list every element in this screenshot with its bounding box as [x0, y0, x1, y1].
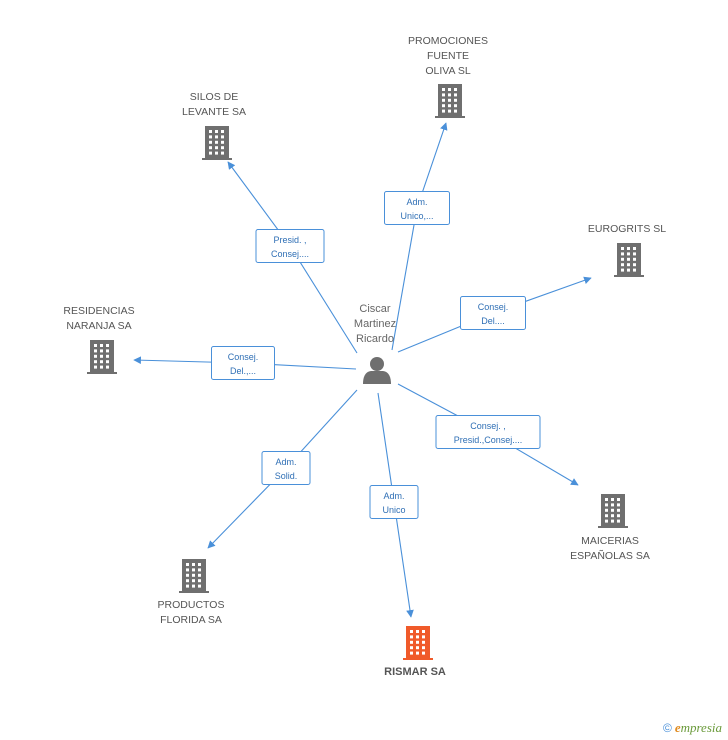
- edge-label-line: Del.,...: [230, 366, 256, 376]
- person-label-line: Ciscar: [359, 303, 391, 315]
- edge-label-line: Presid. ,: [273, 235, 306, 245]
- edge-promociones: [391, 122, 448, 351]
- edge-label-residencias[interactable]: Consej. Del.,...: [211, 346, 275, 380]
- company-label-line: MAICERIAS: [581, 535, 639, 547]
- company-node-silos[interactable]: SILOS DE LEVANTE SA: [182, 91, 246, 160]
- company-label-line: RISMAR SA: [384, 666, 446, 678]
- person-label-line: Martinez: [354, 318, 396, 330]
- building-icon: [179, 559, 209, 593]
- edge-label-eurogrits[interactable]: Consej. Del....: [460, 296, 526, 330]
- company-label-line: ESPAÑOLAS SA: [570, 549, 650, 562]
- brand-rest: mpresia: [680, 720, 722, 735]
- edge-label-maicerias[interactable]: Consej. , Presid.,Consej....: [435, 415, 541, 449]
- company-node-residencias[interactable]: RESIDENCIAS NARANJA SA: [63, 305, 135, 374]
- edge-label-line: Adm.: [383, 491, 404, 501]
- company-label-line: PRODUCTOS: [158, 599, 225, 611]
- company-label-line: PROMOCIONES: [408, 35, 488, 47]
- edge-label-silos[interactable]: Presid. , Consej....: [255, 229, 325, 263]
- company-label-line: FUENTE: [427, 50, 469, 62]
- company-label-line: RESIDENCIAS: [63, 305, 134, 317]
- company-label-line: LEVANTE SA: [182, 106, 246, 118]
- edge-label-rismar[interactable]: Adm. Unico: [369, 485, 419, 519]
- building-icon: [87, 340, 117, 374]
- company-label-line: EUROGRITS SL: [588, 223, 666, 235]
- brand-logo: empresia: [675, 720, 722, 735]
- copyright-symbol: ©: [662, 721, 672, 735]
- edge-label-line: Del....: [481, 316, 505, 326]
- nodes-layer: PROMOCIONES FUENTE OLIVA SL SILOS DE LEVANTE…: [63, 35, 666, 678]
- footer-brand[interactable]: ©empresia: [663, 720, 722, 736]
- edge-labels-layer: Adm. Unico,... Presid. , Consej.... Consej. D…: [211, 191, 541, 519]
- edge-label-line: Adm.: [406, 197, 427, 207]
- building-icon: [435, 84, 465, 118]
- company-node-rismar[interactable]: RISMAR SA: [384, 626, 446, 678]
- edge-label-productos[interactable]: Adm. Solid.: [261, 451, 311, 485]
- building-icon: [202, 126, 232, 160]
- edges-layer: [133, 122, 592, 618]
- company-node-promociones[interactable]: PROMOCIONES FUENTE OLIVA SL: [408, 35, 488, 118]
- building-icon: [614, 243, 644, 277]
- company-node-eurogrits[interactable]: EUROGRITS SL: [588, 223, 666, 277]
- edge-label-line: Consej....: [271, 249, 309, 259]
- company-label-line: SILOS DE: [190, 91, 238, 103]
- company-label-line: OLIVA SL: [425, 65, 470, 77]
- person-label-line: Ricardo: [356, 333, 394, 345]
- company-node-maicerias[interactable]: MAICERIAS ESPAÑOLAS SA: [570, 494, 650, 562]
- edge-label-line: Presid.,Consej....: [454, 435, 523, 445]
- company-label-line: FLORIDA SA: [160, 614, 222, 626]
- company-node-productos[interactable]: PRODUCTOS FLORIDA SA: [158, 559, 225, 626]
- edge-label-promociones[interactable]: Adm. Unico,...: [384, 191, 450, 225]
- edge-label-line: Adm.: [275, 457, 296, 467]
- company-label-line: NARANJA SA: [66, 320, 131, 332]
- brand-initial: e: [674, 720, 681, 735]
- edge-label-line: Unico: [382, 505, 405, 515]
- building-icon: [403, 626, 433, 660]
- person-icon: [363, 357, 391, 384]
- edge-label-line: Consej.: [478, 302, 509, 312]
- building-icon: [598, 494, 628, 528]
- edge-label-line: Solid.: [275, 471, 298, 481]
- edge-label-line: Consej.: [228, 352, 259, 362]
- edge-label-line: Unico,...: [400, 211, 433, 221]
- edge-label-line: Consej. ,: [470, 421, 506, 431]
